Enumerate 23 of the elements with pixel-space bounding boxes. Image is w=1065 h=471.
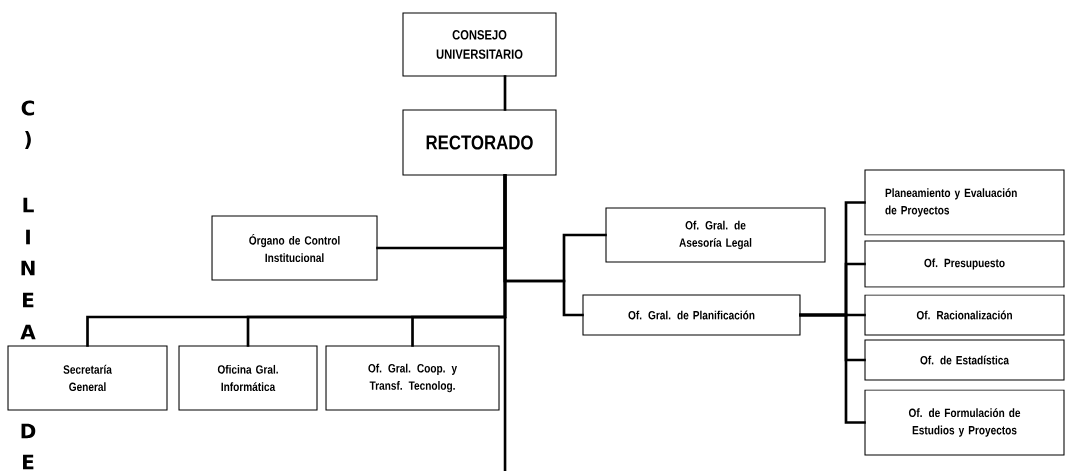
connector-line: [411, 174, 507, 347]
org-box: Planeamiento y Evaluación de Proyectos: [864, 169, 1065, 236]
heading-letter: E: [23, 454, 34, 470]
org-box: Of. Gral. Coop. y Transf. Tecnolog.: [325, 345, 500, 411]
org-box: Of. de Formulación de Estudios y Proyectos: [864, 389, 1065, 456]
heading-letter: C: [21, 100, 35, 116]
org-box: CONSEJO UNIVERSITARIO: [402, 12, 557, 77]
heading-letter: E: [23, 292, 34, 308]
connector-line: [799, 313, 866, 424]
org-box: RECTORADO: [402, 109, 557, 176]
org-box: Secretaría General: [7, 345, 168, 411]
org-box: Oficina Gral. Informática: [178, 345, 318, 411]
org-box: Of. Gral. de Asesoría Legal: [605, 207, 826, 263]
org-box: Of. de Estadística: [864, 339, 1065, 381]
heading-letter: N: [21, 260, 35, 276]
org-box: Of. Racionalización: [864, 294, 1065, 336]
org-box: Órgano de Control Institucional: [211, 215, 378, 281]
connector-line: [503, 75, 507, 111]
heading-letter: ): [25, 131, 31, 149]
heading-letter: I: [26, 229, 30, 245]
org-box: Of. Presupuesto: [864, 240, 1065, 288]
heading-letter: L: [23, 197, 34, 213]
org-box: Of. Gral. de Planificación: [582, 294, 801, 336]
